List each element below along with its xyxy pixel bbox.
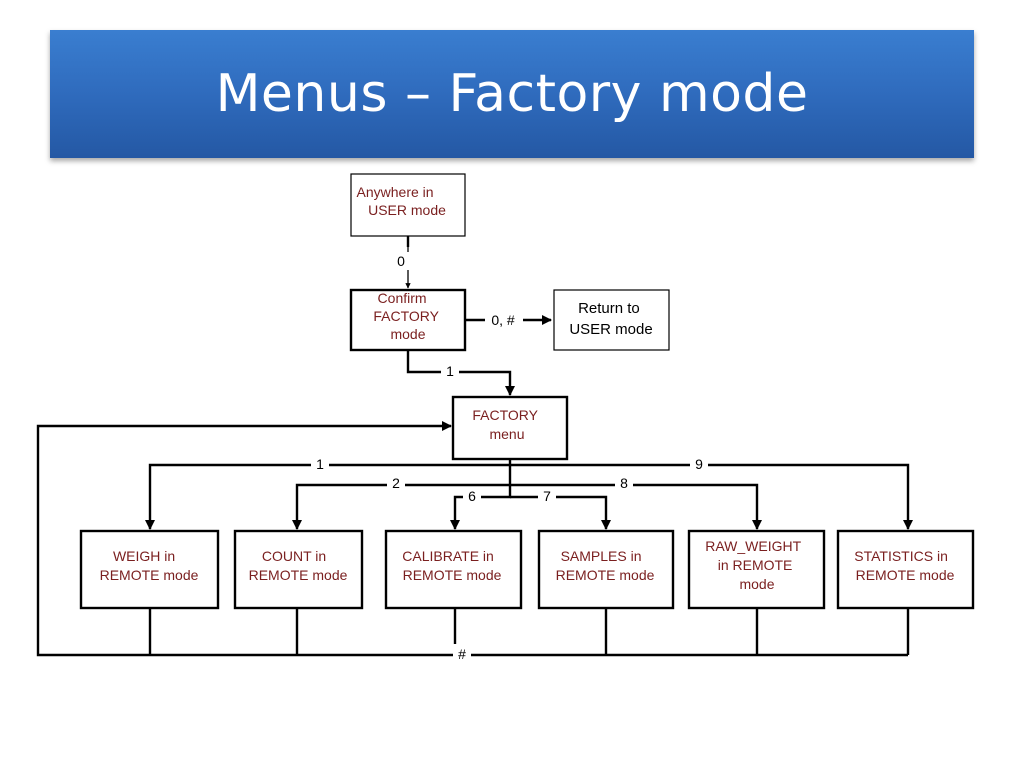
node-raw-weight-line1: RAW_WEIGHT	[705, 538, 801, 554]
node-statistics-in-remote-mode: STATISTICS in REMOTE mode	[836, 529, 975, 610]
edge-factory-to-raw-weight: 8	[510, 475, 763, 531]
node-factory-menu: FACTORY menu	[451, 395, 569, 461]
edge-return-to-factory: #	[36, 420, 910, 664]
node-anywhere-in-user-mode: Anywhere in USER mode	[350, 173, 466, 237]
node-samples-line1: SAMPLES in	[561, 548, 642, 564]
node-factory-line1: FACTORY	[472, 407, 538, 423]
svg-text:COUNT in REMOTE mode: COUNT in REMOTE mode	[249, 548, 348, 583]
node-anywhere-line1: Anywhere in	[357, 184, 434, 200]
edge-factory-to-weigh: 1	[144, 455, 512, 531]
edge-label-0-hash: 0, #	[491, 312, 515, 328]
edge-confirm-to-return: 0, #	[465, 310, 553, 328]
node-statistics-line1: STATISTICS in	[854, 548, 948, 564]
node-raw-weight-line3: mode	[739, 576, 774, 592]
edge-factory-to-statistics: 9	[510, 455, 914, 531]
node-return-line1: Return to	[578, 300, 640, 317]
node-confirm-line3: mode	[390, 326, 425, 342]
edge-label-0: 0	[397, 253, 405, 269]
svg-text:Confirm FACTORY mo: Confirm FACTORY mode	[373, 290, 442, 342]
node-count-in-remote-mode: COUNT in REMOTE mode	[233, 529, 364, 610]
svg-text:Anywhere in USER mode: Anywhere in USER mode	[357, 184, 447, 218]
node-confirm-line2: FACTORY	[373, 308, 439, 324]
node-confirm-line1: Confirm	[378, 290, 427, 306]
node-raw-weight-line2: in REMOTE	[718, 557, 793, 573]
svg-text:FACTORY menu: FACTORY menu	[472, 407, 541, 442]
page-title: Menus – Factory mode	[215, 64, 809, 124]
node-count-line2: REMOTE mode	[249, 567, 348, 583]
node-raw-weight-in-remote-mode: RAW_WEIGHT in REMOTE mode	[687, 529, 826, 610]
node-confirm-factory-mode: Confirm FACTORY mode	[349, 288, 467, 352]
node-return-to-user-mode: Return to USER mode	[553, 289, 670, 351]
node-return-line2: USER mode	[569, 321, 652, 338]
node-factory-line2: menu	[489, 426, 524, 442]
edge-label-count: 2	[392, 475, 400, 491]
edge-confirm-to-factory: 1	[406, 350, 516, 397]
node-weigh-line1: WEIGH in	[113, 548, 175, 564]
node-count-line1: COUNT in	[262, 548, 326, 564]
node-calibrate-in-remote-mode: CALIBRATE in REMOTE mode	[384, 529, 523, 610]
edge-label-weigh: 1	[316, 456, 324, 472]
svg-text:CALIBRATE in REMOTE mode: CALIBRATE in REMOTE mode	[402, 548, 501, 583]
node-samples-in-remote-mode: SAMPLES in REMOTE mode	[537, 529, 675, 610]
edge-label-samples: 7	[543, 488, 551, 504]
edge-factory-to-calibrate: 6	[449, 485, 512, 531]
node-weigh-line2: REMOTE mode	[100, 567, 199, 583]
edge-label-calibrate: 6	[468, 488, 476, 504]
node-anywhere-line2: USER mode	[368, 202, 446, 218]
svg-text:SAMPLES in REMOTE mode: SAMPLES in REMOTE mode	[556, 548, 655, 583]
svg-text:STATISTICS in REMOTE mod: STATISTICS in REMOTE mode	[854, 548, 954, 583]
node-statistics-line2: REMOTE mode	[856, 567, 955, 583]
node-samples-line2: REMOTE mode	[556, 567, 655, 583]
edge-label-raw-weight: 8	[620, 475, 628, 491]
edge-factory-to-samples: 7	[510, 487, 612, 531]
svg-text:Return to USER mode: Return to USER mode	[569, 300, 652, 338]
node-calibrate-line1: CALIBRATE in	[402, 548, 494, 564]
node-calibrate-line2: REMOTE mode	[403, 567, 502, 583]
edge-label-statistics: 9	[695, 456, 703, 472]
node-weigh-in-remote-mode: WEIGH in REMOTE mode	[79, 529, 220, 610]
svg-text:WEIGH in REMOTE mode: WEIGH in REMOTE mode	[100, 548, 199, 583]
edge-anywhere-to-confirm: 0	[392, 236, 411, 289]
edge-factory-to-count: 2	[291, 465, 512, 531]
svg-text:RAW_WEIGHT in REMOTE: RAW_WEIGHT in REMOTE mode	[705, 538, 805, 592]
edge-label-1: 1	[446, 363, 454, 379]
edge-label-hash: #	[458, 646, 466, 662]
title-bar: Menus – Factory mode	[50, 30, 974, 158]
